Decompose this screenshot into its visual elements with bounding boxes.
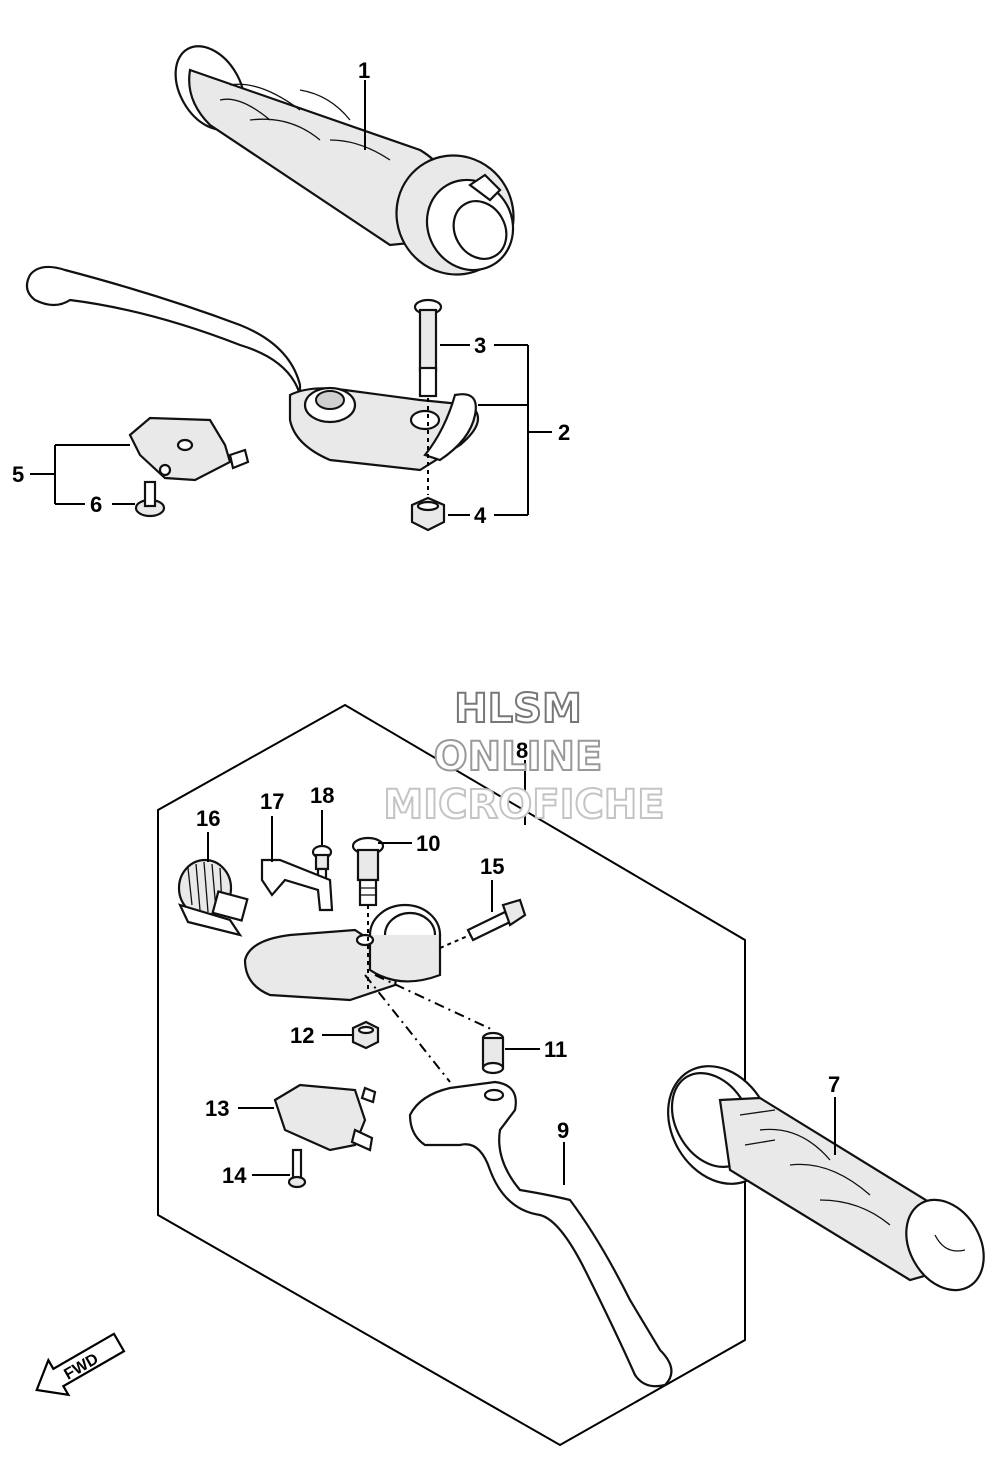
holder-nut-part[interactable]	[351, 1020, 380, 1050]
callout-11: 11	[544, 1037, 567, 1062]
fwd-arrow-icon: FWD	[35, 1332, 126, 1397]
callout-14: 14	[222, 1163, 247, 1188]
throttle-grip-part[interactable]	[162, 34, 536, 296]
watermark-line-3: MICROFICHE	[383, 782, 664, 828]
callout-7: 7	[828, 1072, 840, 1097]
left-grip-part[interactable]	[647, 1047, 999, 1304]
brake-switch-part[interactable]	[128, 416, 250, 482]
callout-13: 13	[205, 1096, 229, 1121]
callout-3: 3	[474, 333, 486, 358]
callout-10: 10	[416, 831, 440, 856]
callout-5: 5	[12, 462, 24, 487]
callout-15: 15	[480, 854, 504, 879]
assembly-outline	[157, 703, 746, 1447]
callout-2: 2	[558, 420, 570, 445]
callout-1: 1	[358, 58, 370, 83]
clutch-lever-part[interactable]	[408, 1080, 673, 1388]
watermark-line-2: ONLINE	[434, 734, 603, 780]
clutch-lever-holder-part[interactable]	[243, 903, 442, 1002]
bracket-part[interactable]	[260, 858, 334, 912]
callout-8: 8	[516, 738, 528, 763]
callout-9: 9	[557, 1118, 569, 1143]
watermark: HLSM ONLINE MICROFICHE	[382, 685, 665, 829]
callout-6: 6	[90, 492, 102, 517]
callout-17: 17	[260, 789, 284, 814]
callout-18: 18	[310, 783, 334, 808]
callout-4: 4	[474, 503, 487, 528]
brake-lever-part[interactable]	[25, 265, 480, 472]
adjuster-part[interactable]	[177, 858, 249, 937]
holder-bolt-part[interactable]	[466, 898, 527, 942]
lever-bolt-part[interactable]	[413, 298, 443, 398]
clutch-switch-part[interactable]	[273, 1083, 377, 1152]
pivot-bolt-part[interactable]	[351, 836, 385, 907]
watermark-line-1: HLSM	[454, 686, 582, 732]
lever-nut-part[interactable]	[410, 496, 446, 532]
callout-16: 16	[196, 806, 220, 831]
switch-screw-part[interactable]	[134, 480, 166, 518]
callout-12: 12	[290, 1023, 314, 1048]
bushing-part[interactable]	[481, 1031, 505, 1075]
switch-screw-bottom-part[interactable]	[287, 1148, 307, 1189]
